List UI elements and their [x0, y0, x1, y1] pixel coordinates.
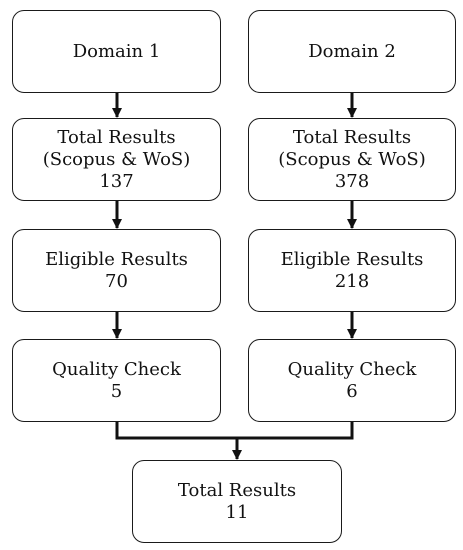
node-quality-check-1-label: Quality Check: [52, 358, 181, 380]
edge-quality2-to-final: [237, 422, 354, 440]
node-eligible-results-1: Eligible Results 70: [12, 229, 221, 312]
node-quality-check-2-label: Quality Check: [287, 358, 417, 380]
node-quality-check-2-count: 6: [346, 380, 358, 402]
node-total-results-1: Total Results (Scopus & WoS) 137: [12, 118, 221, 201]
node-quality-check-1: Quality Check 5: [12, 339, 221, 422]
node-total-results-2-count: 378: [334, 170, 370, 192]
node-quality-check-1-count: 5: [110, 380, 123, 402]
node-final-total-results: Total Results 11: [132, 460, 342, 543]
node-final-total-results-count: 11: [225, 501, 249, 523]
node-eligible-results-1-count: 70: [105, 270, 128, 292]
node-eligible-results-2: Eligible Results 218: [248, 229, 456, 312]
node-total-results-1-line-2: (Scopus & WoS): [42, 148, 191, 170]
node-final-total-results-label: Total Results: [177, 479, 297, 501]
node-total-results-2-line-2: (Scopus & WoS): [278, 148, 426, 170]
node-quality-check-2: Quality Check 6: [248, 339, 456, 422]
node-domain-1-line-1: Domain 1: [72, 40, 161, 62]
node-total-results-1-line-1: Total Results: [57, 126, 176, 148]
node-eligible-results-2-label: Eligible Results: [280, 248, 424, 270]
node-eligible-results-2-count: 218: [334, 270, 370, 292]
node-total-results-2: Total Results (Scopus & WoS) 378: [248, 118, 456, 201]
node-domain-2-line-1: Domain 2: [308, 40, 396, 62]
node-eligible-results-1-label: Eligible Results: [45, 248, 188, 270]
node-total-results-1-count: 137: [99, 170, 134, 192]
node-domain-2: Domain 2: [248, 10, 456, 93]
node-domain-1: Domain 1: [12, 10, 221, 93]
node-total-results-2-line-1: Total Results: [292, 126, 412, 148]
edge-quality1-to-final: [115, 422, 237, 440]
